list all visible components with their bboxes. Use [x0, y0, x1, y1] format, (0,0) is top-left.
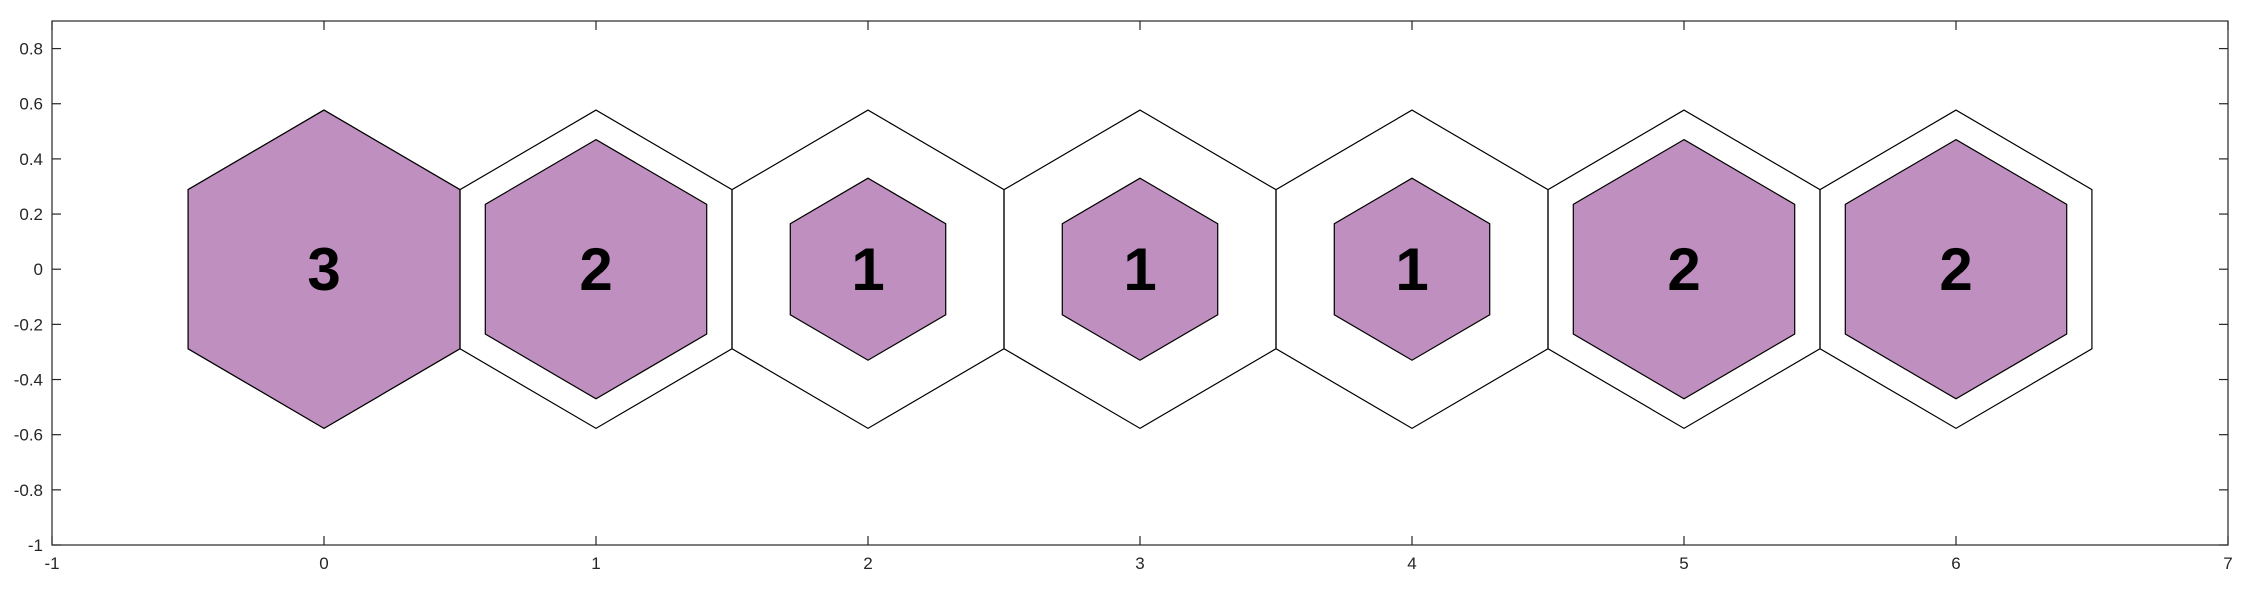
hex-fill-0	[187, 109, 461, 430]
hex-fill-4	[1333, 177, 1491, 361]
axes: -1 0 1 2 3 4 5 6 7 -1 -0.8 -0.6 -0.4 -0.2 0 0.2 0.4 0.6 0.…	[14, 20, 2233, 573]
y-tick-label-3: -0.4	[14, 371, 43, 390]
x-tick-label-1: 0	[319, 554, 328, 573]
y-tick-label-4: -0.2	[14, 315, 43, 334]
hex-fill-1	[484, 138, 708, 400]
y-tick-label-9: 0.8	[19, 40, 43, 59]
x-tick-label-6: 5	[1679, 554, 1688, 573]
hex-value-label-0: 3	[307, 236, 340, 303]
x-tick-label-0: -1	[44, 554, 59, 573]
y-tick-label-5: 0	[34, 260, 43, 279]
hex-fill-6	[1844, 138, 2068, 400]
hex-value-label-1: 2	[579, 236, 612, 303]
y-tick-label-8: 0.6	[19, 95, 43, 114]
hex-value-label-3: 1	[1123, 236, 1156, 303]
x-tick-label-5: 4	[1407, 554, 1416, 573]
x-tick-label-4: 3	[1135, 554, 1144, 573]
hex-fill-2	[789, 177, 947, 361]
x-tick-label-2: 1	[591, 554, 600, 573]
hex-value-label-6: 2	[1939, 236, 1972, 303]
hex-value-label-5: 2	[1667, 236, 1700, 303]
hex-fill-5	[1572, 138, 1796, 400]
y-tick-label-1: -0.8	[14, 481, 43, 500]
hex-fill-3	[1061, 177, 1219, 361]
x-tick-label-7: 6	[1951, 554, 1960, 573]
inner-hexagons	[187, 109, 2068, 430]
x-tick-label-3: 2	[863, 554, 872, 573]
y-tick-label-7: 0.4	[19, 150, 43, 169]
hex-value-label-4: 1	[1395, 236, 1428, 303]
x-tick-label-8: 7	[2223, 554, 2232, 573]
y-tick-label-6: 0.2	[19, 205, 43, 224]
y-tick-label-0: -1	[28, 536, 43, 555]
y-tick-label-2: -0.6	[14, 426, 43, 445]
hexagon-labels: 3 2 1 1 1 2 2	[307, 236, 1972, 303]
hex-value-label-2: 1	[851, 236, 884, 303]
